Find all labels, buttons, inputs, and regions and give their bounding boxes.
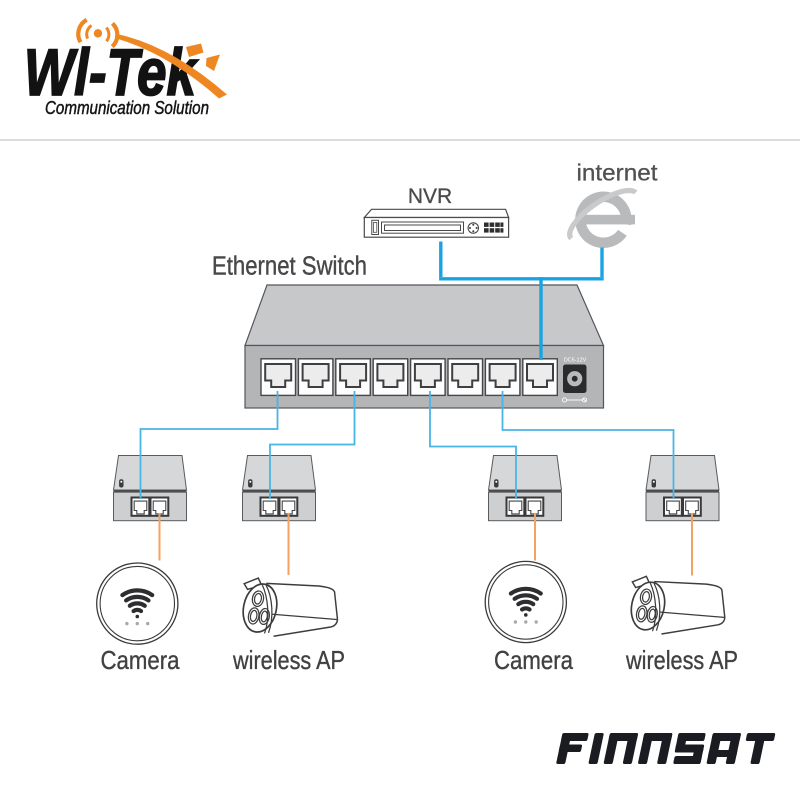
svg-text:Communication Solution: Communication Solution — [45, 97, 209, 118]
svg-text:wireless AP: wireless AP — [232, 645, 345, 675]
svg-text:Camera: Camera — [494, 645, 573, 675]
svg-text:NVR: NVR — [408, 185, 452, 208]
svg-text:Wl-Tek: Wl-Tek — [24, 35, 199, 109]
svg-text:wireless AP: wireless AP — [625, 645, 738, 675]
svg-text:DC5-12V: DC5-12V — [564, 358, 587, 364]
svg-text:Camera: Camera — [101, 645, 180, 675]
svg-text:internet: internet — [577, 160, 659, 186]
svg-text:Ethernet Switch: Ethernet Switch — [212, 253, 367, 281]
